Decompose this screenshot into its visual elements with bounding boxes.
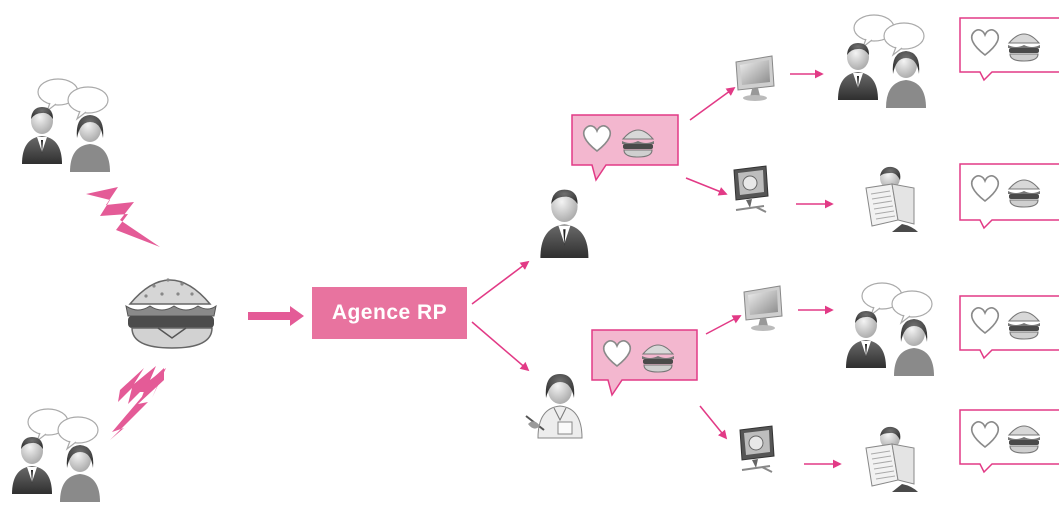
talking-people-icon	[846, 283, 934, 376]
arrow-agency-to-journalist-top	[471, 260, 530, 305]
arrow-to-tv-1	[689, 86, 736, 121]
message-outline-2	[959, 163, 1059, 230]
message-bubble-top	[571, 114, 679, 182]
lightning-icon-bottom-2	[110, 368, 164, 440]
lightning-icon-bottom	[118, 366, 166, 404]
consumers-group-top	[22, 79, 110, 172]
lightning-icon-top	[86, 187, 160, 247]
consumers-group-bottom	[12, 409, 100, 502]
web-monitor-icon	[739, 425, 775, 473]
web-monitor-icon	[733, 165, 769, 213]
message-bubble-bottom	[591, 329, 698, 397]
agency-label: Agence RP	[311, 286, 468, 340]
newspaper-reader-icon	[865, 166, 919, 233]
tv-screen-icon	[735, 55, 775, 102]
arrow-to-web-2	[699, 405, 728, 440]
tv-screen-icon	[743, 285, 783, 332]
message-outline-3	[959, 295, 1059, 360]
burger-restaurant-icon	[125, 278, 217, 349]
arrow-agency-to-journalist-bottom	[471, 321, 530, 372]
message-outline-1	[959, 17, 1059, 82]
arrow-to-web-1	[685, 177, 728, 196]
talking-people-icon	[838, 15, 926, 108]
journalist-woman-icon	[525, 374, 583, 439]
arrow-burger-to-agency	[248, 306, 304, 326]
message-outline-4	[959, 409, 1059, 474]
journalist-man-icon	[540, 189, 589, 258]
arrow-to-tv-2	[705, 315, 742, 335]
newspaper-reader-icon	[865, 426, 919, 493]
